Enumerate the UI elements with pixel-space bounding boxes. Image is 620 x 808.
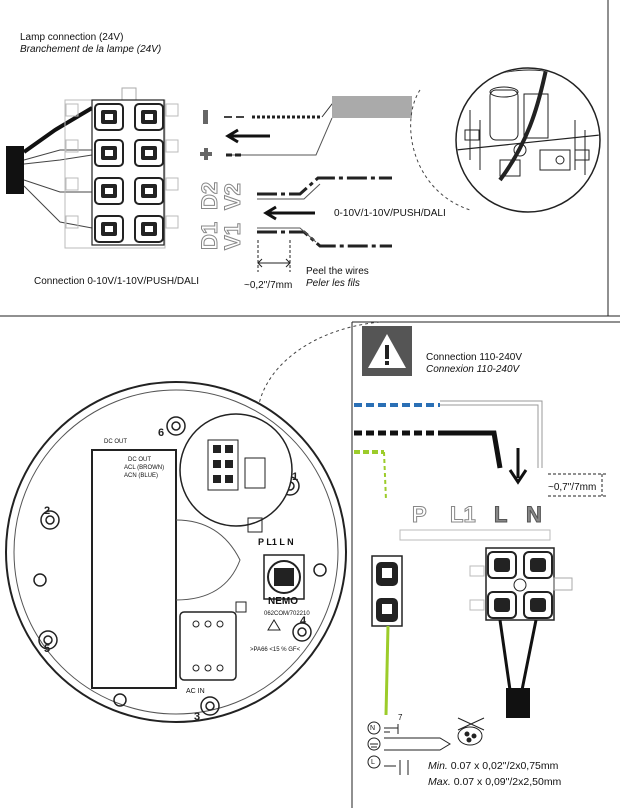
zoom-detail-circle bbox=[455, 67, 601, 213]
terminal-v1: V1 bbox=[220, 223, 245, 250]
svg-text:6: 6 bbox=[158, 427, 164, 439]
driver-board: 6 2 5 4 1 3 bbox=[5, 381, 347, 723]
mains-wires bbox=[354, 400, 608, 501]
svg-text:1: 1 bbox=[292, 471, 298, 483]
strip-dimension bbox=[257, 240, 291, 272]
lamp-connection-title-fr: Branchement de la lampe (24V) bbox=[20, 44, 162, 55]
neutral-symbol: N bbox=[370, 725, 376, 732]
wire-spec-icons bbox=[367, 717, 485, 775]
board-material: >PA66 <15 % GF< bbox=[250, 647, 301, 653]
terminal-n: N bbox=[526, 502, 542, 527]
lamp-cable bbox=[6, 106, 94, 229]
plus-icon bbox=[200, 148, 212, 160]
board-acl: ACL (BROWN) bbox=[124, 465, 165, 471]
arrow-left-icon bbox=[225, 128, 270, 144]
mains-strip-label: ~0,7"/7mm bbox=[548, 482, 597, 493]
terminal-labels-24v: D2 D1 V2 V1 bbox=[197, 181, 246, 250]
board-brand: NEMO bbox=[268, 596, 298, 607]
terminal-l: L bbox=[494, 502, 507, 527]
terminal-l1: L1 bbox=[450, 502, 476, 527]
board-pl1ln: P L1 L N bbox=[258, 537, 294, 547]
svg-text:3: 3 bbox=[194, 711, 200, 723]
mains-connection-title-fr: Connexion 110-240V bbox=[426, 364, 520, 375]
svg-text:4: 4 bbox=[300, 615, 307, 627]
board-dc-out: DC OUT bbox=[104, 439, 127, 445]
svg-text:2: 2 bbox=[44, 505, 50, 517]
terminal-p: P bbox=[412, 502, 427, 527]
lamp-connection-title: Lamp connection (24V) bbox=[20, 32, 124, 43]
max-label: Max. bbox=[428, 776, 451, 788]
connection-label: Connection 0-10V/1-10V/PUSH/DALI bbox=[34, 276, 200, 287]
terminal-block-24v bbox=[64, 87, 179, 249]
recycle-icon bbox=[267, 619, 281, 631]
signal-wires bbox=[257, 176, 392, 248]
board-dc-out-2: DC OUT bbox=[128, 457, 151, 463]
dim-7: 7 bbox=[398, 713, 403, 722]
mains-connection-title: Connection 110-240V bbox=[426, 352, 522, 363]
terminal-d1: D1 bbox=[197, 222, 222, 250]
board-code: 062COM/702210 bbox=[264, 611, 310, 617]
terminal-d2: D2 bbox=[197, 182, 222, 210]
peel-label: Peel the wires bbox=[306, 266, 369, 277]
svg-text:5: 5 bbox=[44, 643, 50, 655]
signal-label: 0-10V/1-10V/PUSH/DALI bbox=[334, 208, 446, 219]
arrow-down-icon bbox=[508, 448, 528, 485]
terminal-block-mains bbox=[399, 529, 573, 718]
strip-length-label: ~0,2"/7mm bbox=[244, 280, 293, 291]
ground-terminal bbox=[371, 555, 403, 716]
terminal-v2: V2 bbox=[220, 183, 245, 210]
cable-grey bbox=[332, 96, 412, 118]
live-symbol: L bbox=[371, 759, 375, 766]
min-value: 0.07 x 0,02"/2x0,75mm bbox=[450, 760, 559, 772]
peel-label-fr: Peler les fils bbox=[306, 278, 360, 289]
terminal-labels-mains: P L1 L N bbox=[412, 502, 543, 528]
minus-icon bbox=[203, 110, 208, 124]
max-value: 0.07 x 0,09"/2x2,50mm bbox=[453, 776, 562, 788]
board-ac-in: AC IN bbox=[186, 688, 205, 695]
wire-min-spec: Min. 0.07 x 0,02"/2x0,75mm bbox=[428, 760, 558, 772]
warning-icon bbox=[362, 326, 412, 376]
board-acn: ACN (BLUE) bbox=[124, 473, 159, 479]
min-label: Min. bbox=[428, 760, 448, 772]
arrow-left-icon-2 bbox=[263, 205, 315, 221]
wire-max-spec: Max. 0.07 x 0,09"/2x2,50mm bbox=[428, 776, 561, 788]
